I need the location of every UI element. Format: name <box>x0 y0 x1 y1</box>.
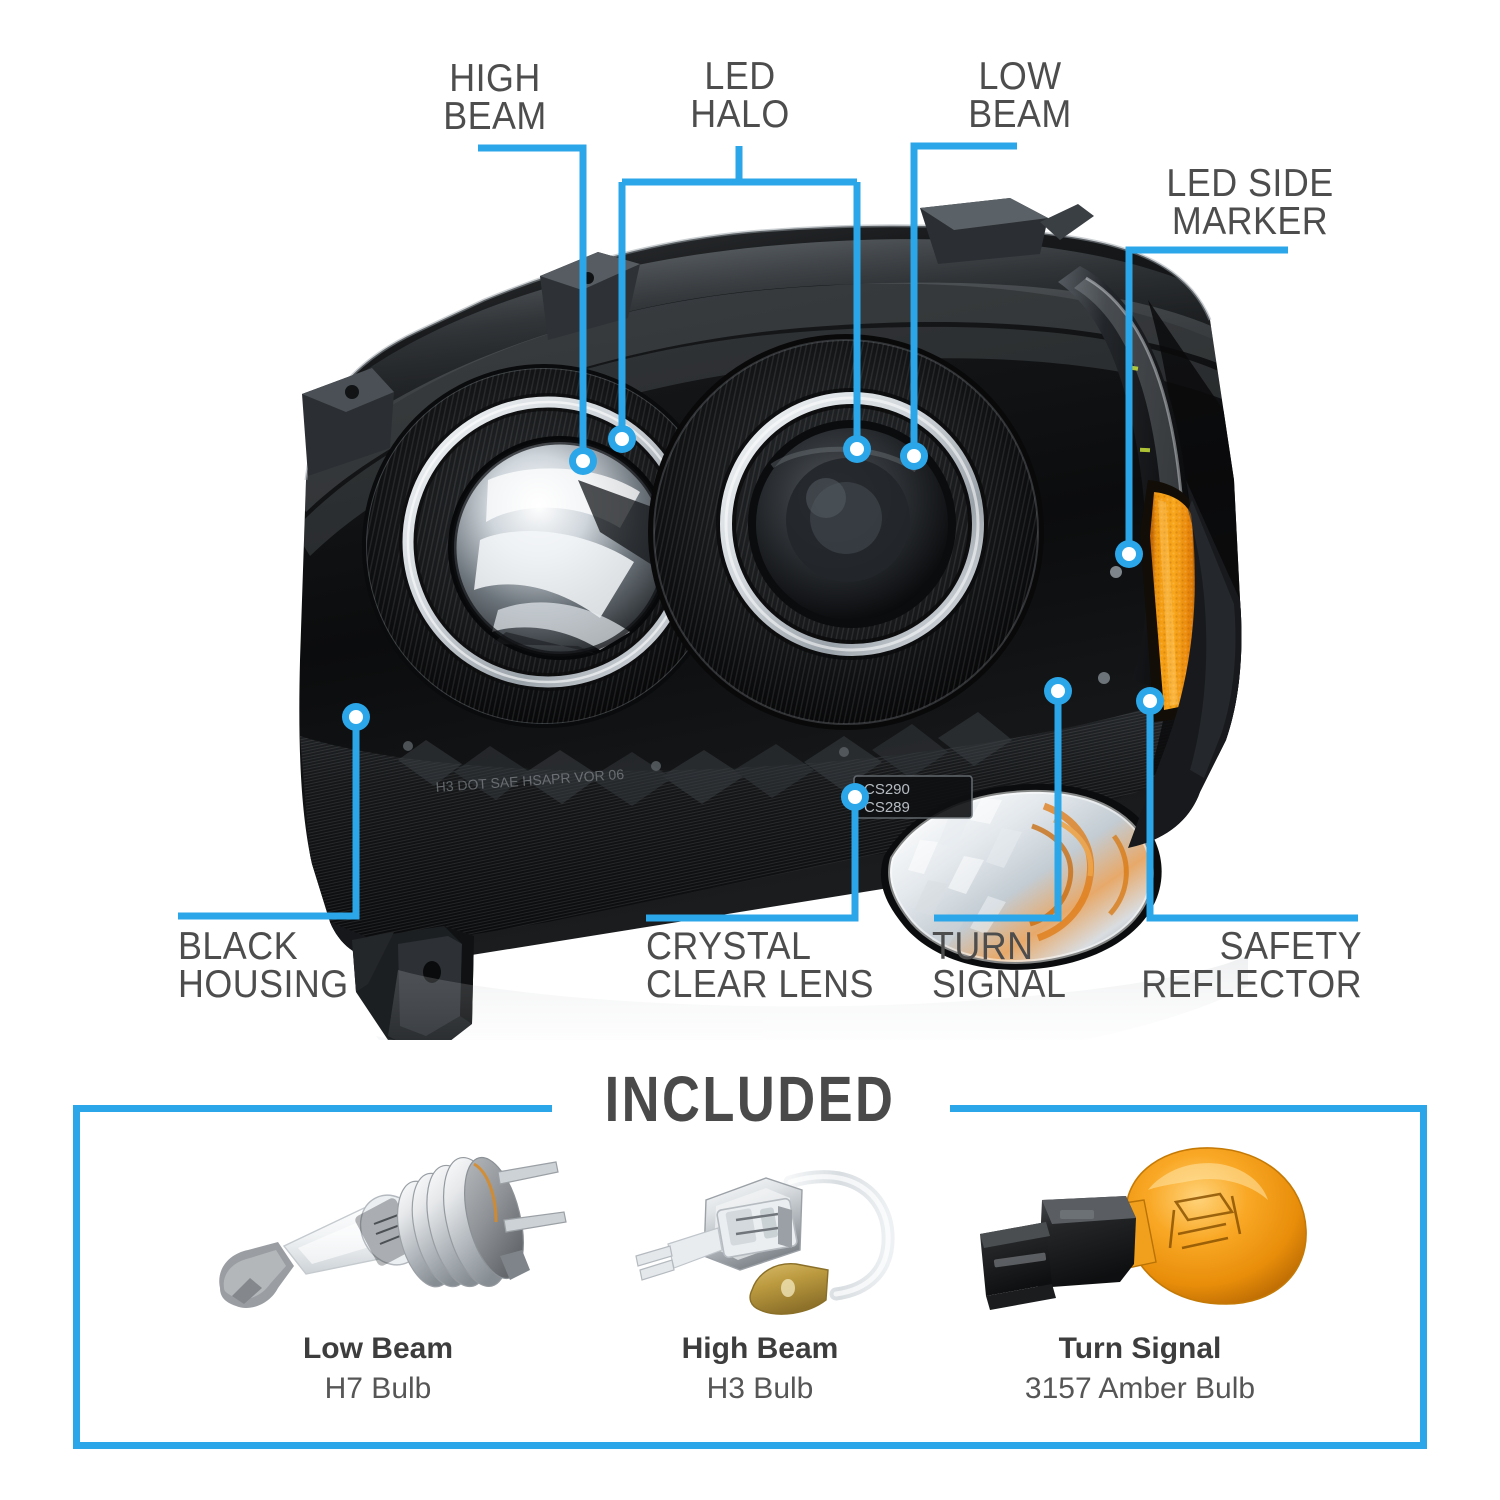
halogen-h7-bulb-icon <box>158 1138 598 1323</box>
included-item-turn-signal: Turn Signal 3157 Amber Bulb <box>920 1130 1360 1430</box>
included-title: INCLUDED <box>604 1063 896 1135</box>
included-item-name: Turn Signal <box>1058 1332 1222 1365</box>
headlight-svg: H3 DOT SAE HSAPR VOR 06 <box>299 198 1248 1040</box>
callout-label-led-halo: LED HALO <box>690 55 790 137</box>
lens-code-plate: CS290 CS289 <box>853 775 973 819</box>
lens-code-2: CS289 <box>864 799 910 816</box>
included-item-high-beam: High Beam H3 Bulb <box>540 1130 980 1430</box>
callout-label-turn-signal: TURN SIGNAL <box>932 925 1067 1007</box>
callout-label-led-side-marker: LED SIDE MARKER <box>1166 162 1334 244</box>
included-item-name: High Beam <box>681 1332 839 1365</box>
included-item-spec: H3 Bulb <box>706 1372 814 1405</box>
callout-label-black-housing: BLACK HOUSING <box>178 925 349 1007</box>
left-reflector-bowl <box>362 364 726 728</box>
headlight-assembly-image: H3 DOT SAE HSAPR VOR 06 <box>248 180 1258 1040</box>
callout-label-safety-reflector: SAFETY REFLECTOR <box>1141 925 1362 1007</box>
callout-label-high-beam: HIGH BEAM <box>443 57 547 139</box>
amber-wedge-bulb-icon <box>920 1138 1360 1323</box>
right-projector-bowl <box>648 334 1044 730</box>
halogen-h3-bulb-icon <box>540 1138 980 1323</box>
included-item-spec: 3157 Amber Bulb <box>1024 1372 1256 1405</box>
included-item-low-beam: Low Beam H7 Bulb <box>158 1130 598 1430</box>
included-item-spec: H7 Bulb <box>324 1372 432 1405</box>
callout-label-crystal-clear-lens: CRYSTAL CLEAR LENS <box>646 925 874 1007</box>
callout-label-low-beam: LOW BEAM <box>968 55 1072 137</box>
included-title-mask <box>552 1092 950 1128</box>
included-item-name: Low Beam <box>302 1332 454 1365</box>
lens-code-1: CS290 <box>864 781 910 798</box>
housing-screws <box>403 566 1122 771</box>
